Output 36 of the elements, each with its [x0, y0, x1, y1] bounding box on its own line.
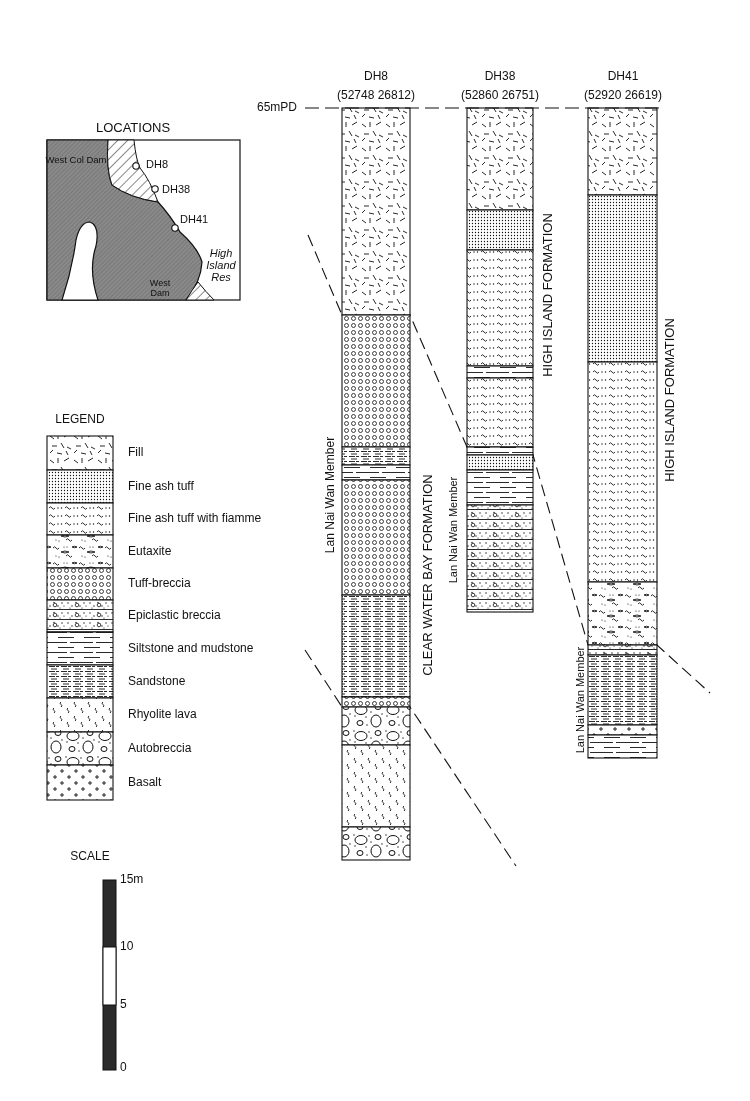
legend-text: Siltstone and mudstone [128, 641, 254, 656]
scale-tick-label: 10 [120, 940, 134, 954]
datum-label: 65mPD [257, 101, 297, 115]
borehole-label: DH41 [180, 212, 209, 226]
legend-text: Fill [128, 446, 144, 460]
legend-text: Fine ash tuff [128, 479, 194, 494]
scale-tick-label: 15m [120, 873, 144, 887]
legend-text: Fine ash tuff with fiamme [128, 512, 262, 526]
borehole-name: DH8 [364, 70, 388, 84]
legend-text: Tuff-breccia [128, 577, 191, 591]
member-label: Lan Nai Wan Member [573, 646, 587, 754]
member-label: Lan Nai Wan Member [324, 436, 338, 554]
formation-label: CLEAR WATER BAY FORMATION [420, 474, 436, 676]
legend-text: Rhyolite lava [128, 708, 197, 722]
scale-tick-label: 0 [120, 1061, 127, 1075]
place-label: West Dam [148, 279, 172, 299]
grid-reference: (52860 26751) [460, 89, 540, 103]
borehole-name: DH38 [484, 70, 516, 84]
grid-reference: (52748 26812) [336, 89, 416, 103]
grid-reference: (52920 26619) [583, 89, 663, 103]
legend-text: Eutaxite [128, 544, 172, 559]
legend-text: Basalt [128, 775, 162, 790]
borehole-name: DH41 [607, 70, 639, 84]
scale-tick-label: 5 [120, 998, 127, 1012]
borehole-label: DH8 [146, 157, 168, 171]
formation-label: HIGH ISLAND FORMATION [540, 213, 556, 377]
member-label: Lan Nai Wan Member [446, 476, 460, 584]
map-title: LOCATIONS [95, 120, 171, 136]
borehole-label: DH38 [162, 182, 191, 196]
formation-label: HIGH ISLAND FORMATION [662, 318, 678, 482]
legend-text: Epiclastic breccia [128, 609, 221, 623]
legend-text: Sandstone [128, 674, 186, 689]
legend-title: LEGEND [55, 413, 105, 427]
place-label: High Island Res [205, 246, 237, 284]
scale-title: SCALE [70, 850, 110, 864]
legend-text: Autobreccia [128, 741, 192, 756]
